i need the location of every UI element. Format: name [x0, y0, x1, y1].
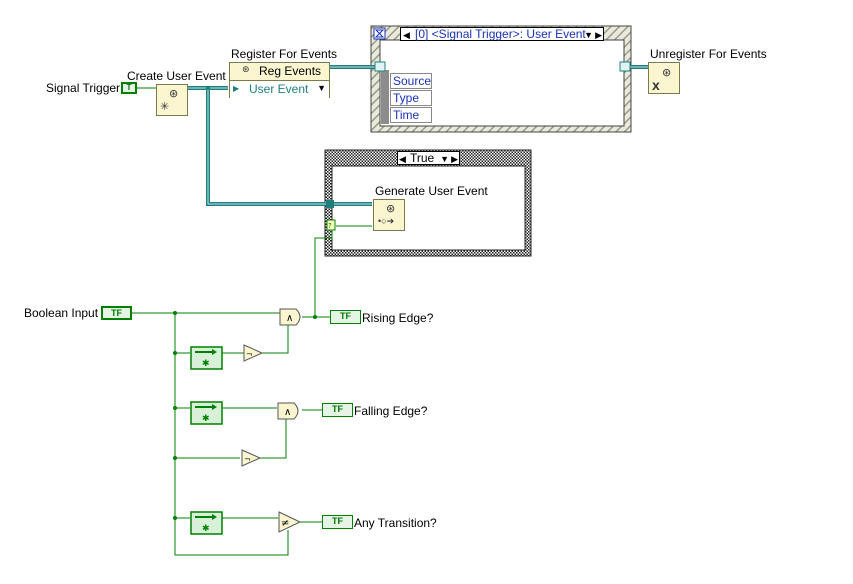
and-gate-falling[interactable]: ∧: [277, 402, 299, 420]
decrement-arrow-icon: ◀: [399, 154, 406, 164]
event-registration-terminal[interactable]: [374, 61, 386, 72]
boolean-input-label: Boolean Input: [24, 306, 99, 320]
register-for-events-node[interactable]: ⊛ Reg Events ▶ User Event ▼: [229, 62, 330, 98]
svg-text:¬: ¬: [246, 350, 253, 359]
increment-arrow-icon: ▶: [595, 30, 602, 40]
boolean-wires: [132, 87, 372, 556]
case-selector-text: True: [410, 151, 435, 165]
user-event-icon: ⊛: [169, 88, 179, 100]
svg-text:✱: ✱: [202, 359, 210, 369]
register-for-events-label: Register For Events: [231, 47, 338, 61]
boolean-input-terminal[interactable]: TF: [101, 306, 132, 320]
svg-text:?: ?: [328, 222, 332, 230]
increment-arrow-icon: ▶: [451, 154, 458, 164]
svg-text:≠: ≠: [281, 518, 289, 529]
event-data-time[interactable]: Time: [390, 107, 432, 123]
svg-text:✱: ✱: [202, 414, 210, 424]
event-case-selector[interactable]: ◀ [0] <Signal Trigger>: User Event ▼ ▶: [400, 27, 604, 41]
chevron-down-icon: ▼: [584, 30, 593, 40]
case-selector-terminal[interactable]: ?: [326, 219, 336, 231]
generate-user-event-label: Generate User Event: [375, 184, 488, 198]
user-event-text: User Event: [249, 82, 309, 96]
event-data-source[interactable]: Source: [390, 73, 432, 89]
svg-text:∧: ∧: [286, 313, 293, 324]
and-gate-rising[interactable]: ∧: [279, 308, 301, 326]
signal-trigger-terminal[interactable]: T: [121, 82, 137, 94]
delete-x-icon: x: [652, 77, 660, 93]
any-transition-terminal[interactable]: TF: [322, 515, 353, 529]
case-tunnel: [326, 200, 334, 208]
svg-text:¬: ¬: [244, 455, 251, 464]
not-gate-rising[interactable]: ¬: [243, 344, 264, 362]
svg-text:✱: ✱: [202, 524, 210, 534]
event-data-type[interactable]: Type: [390, 90, 432, 106]
feedback-node-2[interactable]: ✱: [190, 401, 223, 425]
falling-edge-terminal[interactable]: TF: [322, 403, 353, 417]
fire-event-icon: •○➔: [378, 216, 395, 226]
reg-events-icon: ⊛: [242, 64, 250, 74]
case-structure[interactable]: [324, 149, 532, 257]
rising-edge-terminal[interactable]: TF: [330, 310, 361, 324]
rising-edge-label: Rising Edge?: [362, 311, 434, 325]
unregister-node[interactable]: ⊛ x: [648, 62, 680, 94]
any-transition-label: Any Transition?: [354, 516, 437, 530]
reg-events-text: Reg Events: [259, 64, 322, 78]
chevron-down-icon: ▼: [317, 83, 326, 93]
user-event-icon: ⊛: [662, 67, 672, 79]
decrement-arrow-icon: ◀: [403, 30, 410, 40]
not-equal-gate[interactable]: ≠: [278, 511, 302, 533]
user-event-icon: ⊛: [386, 203, 396, 215]
svg-text:∧: ∧: [284, 407, 291, 418]
event-case-text: [0] <Signal Trigger>: User Event: [415, 27, 586, 41]
unregister-input-terminal[interactable]: [619, 61, 631, 72]
create-user-event-label: Create User Event: [127, 69, 226, 83]
feedback-node-1[interactable]: ✱: [190, 346, 223, 370]
create-user-event-node[interactable]: ⊛ ✳: [156, 84, 188, 116]
falling-edge-label: Falling Edge?: [354, 404, 428, 418]
chevron-down-icon: ▼: [440, 154, 449, 164]
wire-junctions: [173, 86, 317, 520]
unregister-label: Unregister For Events: [650, 47, 767, 61]
feedback-node-3[interactable]: ✱: [190, 511, 223, 535]
generate-user-event-node[interactable]: ⊛ •○➔: [373, 199, 405, 231]
user-event-row[interactable]: ▶ User Event ▼: [230, 80, 329, 98]
create-star-icon: ✳: [160, 101, 170, 113]
case-selector[interactable]: ◀ True ▼ ▶: [397, 151, 460, 165]
not-gate-falling[interactable]: ¬: [241, 449, 262, 467]
signal-trigger-label: Signal Trigger: [46, 81, 121, 95]
hourglass-icon: [373, 27, 386, 40]
